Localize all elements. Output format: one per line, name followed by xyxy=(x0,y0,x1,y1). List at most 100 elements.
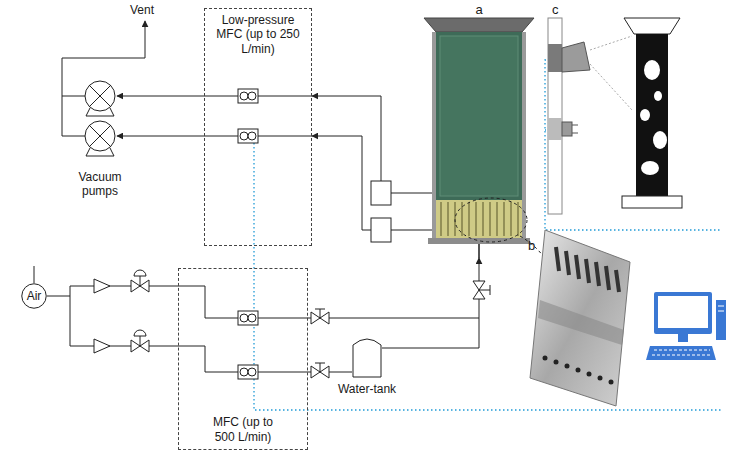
mfc-symbol xyxy=(240,368,248,376)
vacuum-pump-symbol xyxy=(85,81,115,156)
air-circle xyxy=(22,284,46,308)
valve-symbol xyxy=(131,280,140,292)
valve-symbol xyxy=(473,290,485,299)
distributor-photo xyxy=(554,360,559,365)
valve-symbol xyxy=(134,330,146,336)
reactor-drawing xyxy=(522,32,526,238)
gas-piping xyxy=(258,372,308,373)
valve-symbol xyxy=(473,281,485,290)
camera-setup xyxy=(562,122,572,136)
regulator-symbol xyxy=(94,279,110,353)
valve-symbol xyxy=(140,280,149,292)
vacuum-piping xyxy=(62,21,145,96)
distributor-photo xyxy=(530,230,630,406)
reactor-drawing xyxy=(424,18,548,262)
valve-symbol xyxy=(140,340,149,352)
gas-piping xyxy=(34,266,479,372)
node-label: Low-pressure MFC (up to 250 L/min) xyxy=(209,13,307,56)
reactor-drawing xyxy=(441,202,518,236)
signal-wire xyxy=(254,143,722,410)
computer-icon xyxy=(658,296,708,328)
mfc-symbol xyxy=(240,132,248,140)
distributor-photo xyxy=(565,364,570,369)
valve-symbol xyxy=(320,312,329,324)
part-label: Vacuum pumps xyxy=(68,170,132,199)
distributor-photo xyxy=(576,368,581,373)
reactor-drawing xyxy=(455,198,527,242)
computer-icon xyxy=(646,346,716,360)
valve-symbol xyxy=(320,366,329,378)
gas-piping xyxy=(34,266,35,283)
reactor-drawing xyxy=(520,236,548,262)
reactor-drawing xyxy=(424,18,534,32)
vacuum-pump-symbol xyxy=(85,121,115,151)
mfc-symbol xyxy=(248,314,256,322)
vacuum-piping xyxy=(258,96,312,97)
outlet-label: Vent xyxy=(130,3,154,17)
gas-piping xyxy=(178,346,238,372)
regulator-symbol xyxy=(94,339,110,353)
pipe-connector xyxy=(47,296,178,346)
pressure-sensor-box xyxy=(371,218,391,242)
reactor-drawing xyxy=(428,238,530,244)
signal-wire xyxy=(545,129,562,130)
valve-symbol xyxy=(311,312,320,324)
distributor-photo xyxy=(609,380,614,385)
reactor-drawing xyxy=(432,32,436,238)
signal-wire xyxy=(545,60,722,230)
gas-piping xyxy=(70,286,238,318)
vacuum-piping xyxy=(424,193,437,194)
node-label: Air xyxy=(27,289,42,303)
vacuum-pump-symbol xyxy=(86,148,114,156)
vacuum-pump-symbol xyxy=(85,81,115,111)
valve-symbol xyxy=(479,285,490,295)
camera-setup xyxy=(641,161,659,175)
computer-icon xyxy=(716,300,726,340)
vacuum-pump-symbol xyxy=(86,108,114,116)
valve-symbol xyxy=(315,363,325,372)
camera-setup xyxy=(548,18,562,214)
node-label: Water-tank xyxy=(338,382,396,396)
camera-setup xyxy=(548,44,562,72)
mfc-group-box: Low-pressure MFC (up to 250 L/min) xyxy=(204,8,312,246)
distributor-photo xyxy=(587,372,592,377)
camera-setup xyxy=(654,91,662,101)
camera-setup xyxy=(548,118,562,140)
water-tank: Water-tank xyxy=(352,336,382,378)
camera-setup xyxy=(644,60,660,80)
valve-symbol xyxy=(315,309,325,318)
vacuum-piping xyxy=(62,96,85,136)
pressure-sensor-box xyxy=(371,181,391,242)
mfc-symbol xyxy=(238,311,258,325)
camera-setup xyxy=(590,36,632,110)
camera-setup xyxy=(624,18,680,34)
panel-letter: b xyxy=(528,238,535,254)
tank-outline xyxy=(353,339,381,377)
vacuum-piping xyxy=(117,96,238,97)
pipe-connector xyxy=(312,136,424,230)
panel-letter: c xyxy=(552,2,559,18)
valve-symbol xyxy=(131,340,140,352)
signal-wire xyxy=(254,60,722,410)
mfc-group-box: MFC (up to 500 L/min) xyxy=(178,268,308,450)
camera-setup xyxy=(548,18,682,214)
mfc-symbol xyxy=(240,314,248,322)
computer-icon xyxy=(654,292,712,334)
mfc-symbol xyxy=(248,92,256,100)
valve-symbol xyxy=(311,366,320,378)
vacuum-piping xyxy=(117,136,238,137)
regulator-symbol xyxy=(94,279,110,293)
reactor-drawing xyxy=(436,32,522,200)
camera-setup xyxy=(640,109,650,121)
mfc-symbol xyxy=(248,368,256,376)
distributor-photo xyxy=(530,230,630,406)
reactor-drawing xyxy=(436,200,522,238)
camera-setup xyxy=(636,34,668,196)
pipe-connector xyxy=(312,96,424,193)
pressure-sensor-box xyxy=(371,181,391,205)
mfc-symbol xyxy=(240,92,248,100)
computer-icon xyxy=(646,292,726,360)
